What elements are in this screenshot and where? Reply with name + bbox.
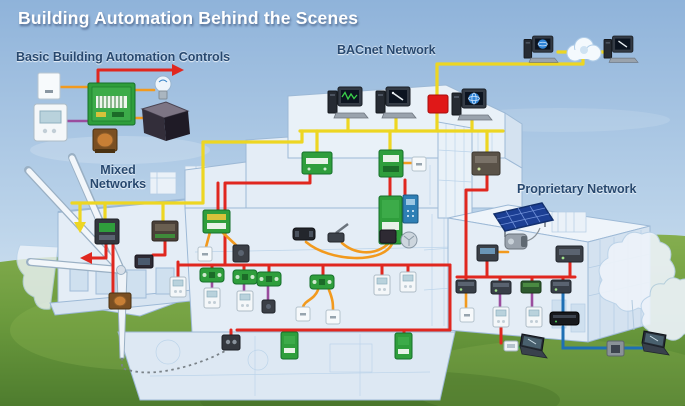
middle-devices [197,149,501,263]
plant-controller-icon [280,331,299,360]
building-controller-icon [301,151,333,175]
plant-controller-icon [394,332,413,360]
internet-cloud-icon [566,37,602,62]
web-workstation-icon [451,88,493,121]
wireless-adapter-icon [606,340,625,357]
bacnet-yellow-wires [70,50,609,224]
unit-controller-icon [490,280,512,295]
trees [598,231,685,341]
orange-sensor-wires [58,85,510,312]
rooftop-unit-icon [140,101,190,141]
vav-row [169,267,417,325]
red-arrow-left [80,252,92,264]
workstation-graphics-icon [375,86,417,119]
wall-sensor-icon [325,309,341,325]
power-meter-icon [221,334,241,351]
relay-box-icon [379,229,397,244]
thermostat-icon [492,306,510,328]
valve-actuator-icon [327,223,349,243]
wall-sensor-icon [295,306,311,322]
underground-dotted-wire [121,348,230,374]
building-controller-icon [94,218,120,245]
unit-controller-icon [455,279,477,294]
thermostat-icon [399,271,417,293]
plant-row [221,331,413,360]
duct-sensor-icon [411,156,427,172]
mixed-trunk [70,129,304,205]
label-proprietary-network: Proprietary Network [517,182,637,196]
thermostat-icon [203,287,221,309]
display-panel-icon [134,254,154,269]
bacnet-cluster [327,86,493,121]
service-laptop-icon [641,330,670,356]
network-router-icon [549,311,580,326]
damper-actuator-icon [292,227,316,241]
workstation-trend-icon [327,86,369,119]
unit-controller-icon [520,280,542,294]
rooftop-controller-icon [476,244,499,262]
zone-controller-icon [202,209,231,234]
thermostat-icon [525,306,543,328]
internet-cluster [523,35,639,63]
basic-controls-cluster [33,72,190,153]
red-power-wires [90,68,577,345]
vav-controller-icon [232,269,258,285]
sensor-dark-icon [261,299,276,314]
label-mixed-networks: Mixed Networks [89,163,147,192]
wall-sensor-icon [459,307,475,323]
transformer-icon [108,292,132,310]
proprietary-devices [455,233,670,359]
mixed-devices [94,218,179,310]
comm-adapter-icon [503,340,519,352]
wall-sensor-icon [37,72,61,100]
purple-zone-wires [65,119,534,309]
building-controller-icon [151,220,179,242]
dark-controller-icon [471,151,501,176]
exhaust-fan-icon [400,231,418,249]
vav-controller-icon [309,274,335,290]
fire-alarm-panel-icon [427,94,449,114]
basic-red-arrow-line [96,68,174,86]
vav-controller-icon [199,267,225,283]
variable-speed-drive-icon [402,194,419,224]
thermostat-icon [169,276,187,298]
label-basic-controls: Basic Building Automation Controls [16,50,231,64]
unit-controller-icon [550,279,572,294]
vav-controller-icon [256,271,282,287]
page-title: Building Automation Behind the Scenes [18,8,359,28]
light-bulb-icon [154,75,172,100]
wall-sensor-icon [197,246,213,262]
yellow-arrow-down [74,222,86,233]
thermostat-icon [236,290,254,312]
label-bacnet-network: BACnet Network [337,43,436,57]
thermostat-icon [33,103,68,142]
sensor-dark-icon [232,244,250,263]
controller-board-icon [87,82,136,126]
solar-panel-icon [492,202,555,243]
remote-workstation-icon [603,35,639,63]
transformer-icon [92,128,118,153]
actuator-motor-icon [504,233,528,250]
service-laptop-icon [519,333,548,359]
web-computer-icon [523,35,559,63]
rooftop-controller-icon [555,245,584,263]
thermostat-icon [373,274,391,296]
red-arrow-right [172,64,184,76]
building-controller-icon [378,149,404,178]
